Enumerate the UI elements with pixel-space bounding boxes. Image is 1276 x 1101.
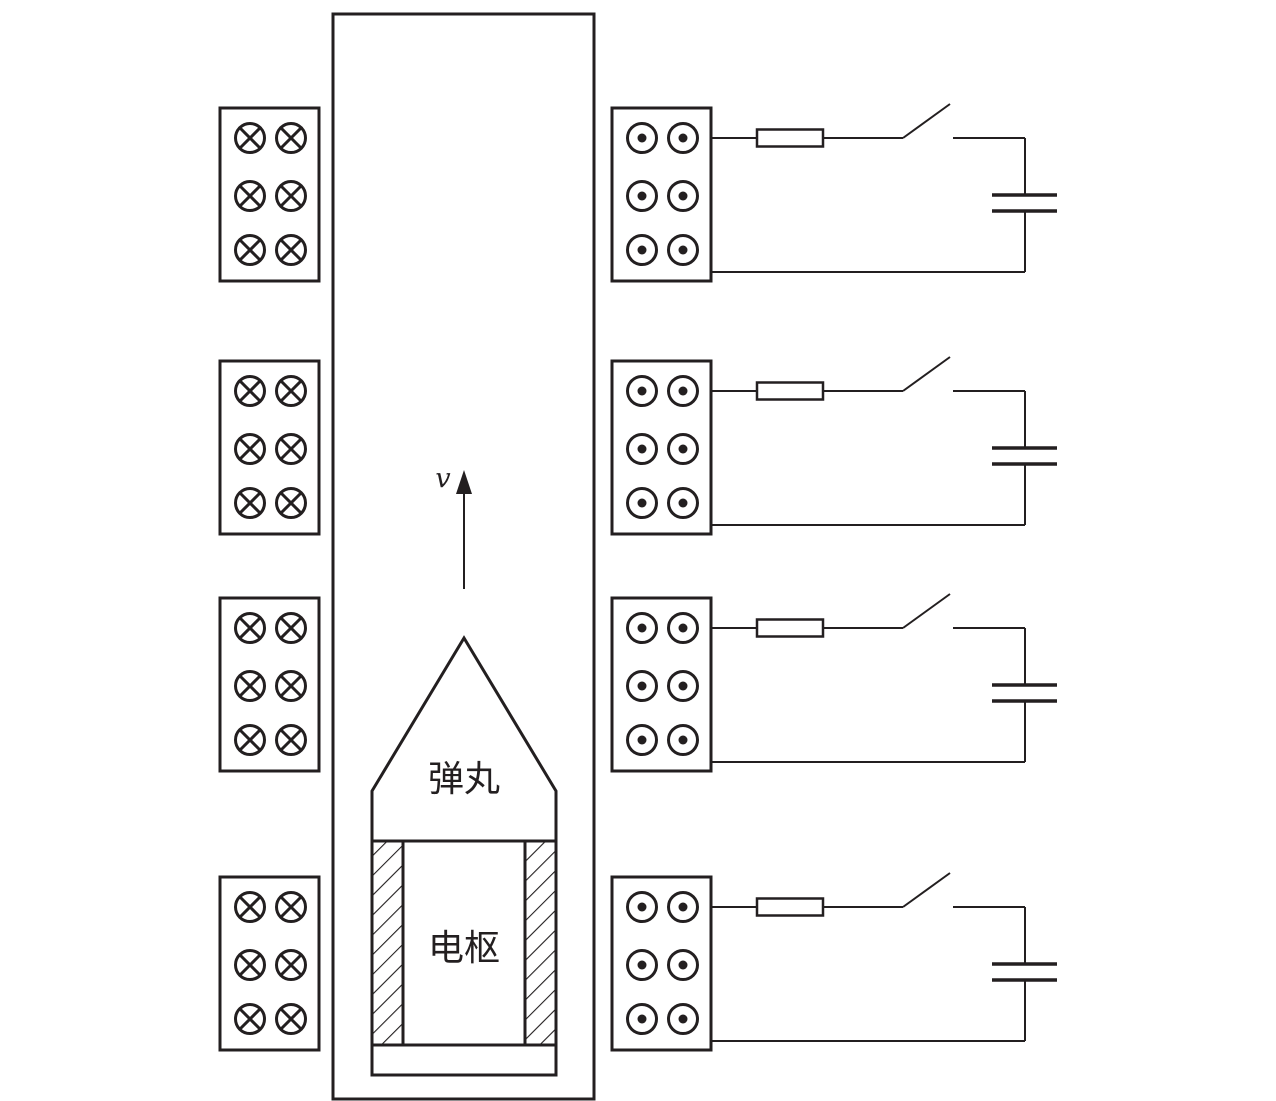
cross-in-circle-icon xyxy=(275,949,307,981)
capacitor-icon xyxy=(992,683,1057,703)
cross-in-circle-icon xyxy=(275,180,307,212)
velocity-arrow xyxy=(456,470,472,589)
projectile-label: 弹丸 xyxy=(428,759,500,800)
dot-in-circle-icon xyxy=(667,891,699,923)
dot-in-circle-icon xyxy=(626,612,658,644)
dot-in-circle-icon xyxy=(626,234,658,266)
cross-in-circle-icon xyxy=(234,234,266,266)
resistor-icon xyxy=(755,897,825,917)
dot-in-circle-icon xyxy=(626,949,658,981)
dot-in-circle-icon xyxy=(626,433,658,465)
cross-in-circle-icon xyxy=(234,724,266,756)
armature xyxy=(370,839,558,1077)
cross-in-circle-icon xyxy=(234,180,266,212)
capacitor-icon xyxy=(992,446,1057,466)
resistor-icon xyxy=(755,128,825,148)
dot-in-circle-icon xyxy=(667,122,699,154)
dot-in-circle-icon xyxy=(626,670,658,702)
coil-stage-2 xyxy=(218,356,1057,536)
cross-in-circle-icon xyxy=(275,612,307,644)
cross-in-circle-icon xyxy=(275,724,307,756)
armature-hatch-right xyxy=(523,839,558,1047)
dot-in-circle-icon xyxy=(667,612,699,644)
cross-in-circle-icon xyxy=(234,891,266,923)
barrel-tube xyxy=(331,12,596,1101)
resistor-icon xyxy=(755,618,825,638)
cross-in-circle-icon xyxy=(234,375,266,407)
dot-in-circle-icon xyxy=(626,180,658,212)
capacitor-icon xyxy=(992,962,1057,982)
dot-in-circle-icon xyxy=(626,724,658,756)
cross-in-circle-icon xyxy=(234,487,266,519)
coil-stage-4 xyxy=(218,872,1057,1052)
cross-in-circle-icon xyxy=(275,487,307,519)
cross-in-circle-icon xyxy=(275,375,307,407)
switch-icon xyxy=(902,356,951,392)
cross-in-circle-icon xyxy=(234,612,266,644)
dot-in-circle-icon xyxy=(626,375,658,407)
cross-in-circle-icon xyxy=(234,670,266,702)
armature-label: 电枢 xyxy=(428,928,500,969)
coil-stages xyxy=(218,103,1057,1052)
dot-in-circle-icon xyxy=(667,433,699,465)
dot-in-circle-icon xyxy=(667,670,699,702)
dot-in-circle-icon xyxy=(626,122,658,154)
cross-in-circle-icon xyxy=(275,433,307,465)
coil-stage-3 xyxy=(218,593,1057,773)
switch-icon xyxy=(902,872,951,908)
switch-icon xyxy=(902,103,951,139)
cross-in-circle-icon xyxy=(275,234,307,266)
cross-in-circle-icon xyxy=(275,122,307,154)
dot-in-circle-icon xyxy=(667,724,699,756)
dot-in-circle-icon xyxy=(667,375,699,407)
coil-stage-1 xyxy=(218,103,1057,283)
dot-in-circle-icon xyxy=(626,891,658,923)
dot-in-circle-icon xyxy=(667,234,699,266)
dot-in-circle-icon xyxy=(626,487,658,519)
capacitor-icon xyxy=(992,193,1057,213)
dot-in-circle-icon xyxy=(667,180,699,212)
cross-in-circle-icon xyxy=(275,670,307,702)
resistor-icon xyxy=(755,381,825,401)
cross-in-circle-icon xyxy=(275,891,307,923)
velocity-label: v xyxy=(435,463,450,494)
dot-in-circle-icon xyxy=(667,1003,699,1035)
cross-in-circle-icon xyxy=(275,1003,307,1035)
dot-in-circle-icon xyxy=(667,949,699,981)
armature-hatch-left xyxy=(370,839,405,1047)
cross-in-circle-icon xyxy=(234,949,266,981)
projectile-body xyxy=(370,635,558,843)
cross-in-circle-icon xyxy=(234,1003,266,1035)
dot-in-circle-icon xyxy=(626,1003,658,1035)
switch-icon xyxy=(902,593,951,629)
cross-in-circle-icon xyxy=(234,433,266,465)
dot-in-circle-icon xyxy=(667,487,699,519)
cross-in-circle-icon xyxy=(234,122,266,154)
